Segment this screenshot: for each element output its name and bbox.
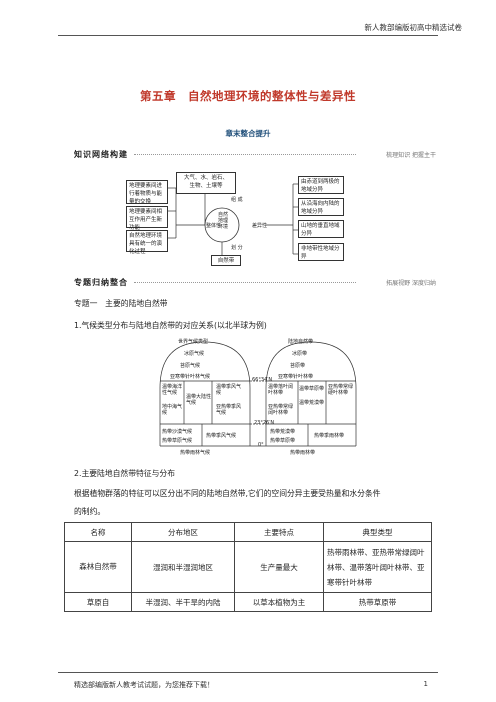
label-huafen: 划 分 [231, 245, 243, 251]
left-row-2: 苔原气候 [180, 363, 201, 369]
concept-top-line2: 生物、土壤等 [189, 183, 223, 189]
section-label: 专题归纳整合 [74, 278, 128, 287]
left-low-1: 热带沙漠气候 [162, 429, 193, 435]
table-cell: 热带雨林带、亚热带常绿阔叶林带、温带落叶阔叶林带、亚寒带针叶林带 [323, 541, 432, 593]
section-dots [134, 282, 356, 283]
center-line2: 地理 [217, 218, 228, 224]
page-header: 新人教部编版初高中精选试卷 [364, 23, 463, 32]
chapter-title: 第五章 自然地理环境的整体性与差异性 [140, 89, 356, 103]
right-low-2: 热带草原带 [270, 438, 296, 444]
table-header: 分布地区 [131, 522, 235, 542]
table-cell: 湿润和半湿润地区 [131, 541, 235, 593]
label-zucheng: 组 成 [231, 197, 243, 203]
left-mid-3: 温带季风气候 [216, 384, 242, 396]
table-row: 森林自然带 湿润和半湿润地区 生产量最大 热带雨林带、亚热带常绿阔叶林带、温带落… [64, 541, 432, 593]
left-row-1: 冰原气候 [184, 351, 205, 357]
label-zhengtixing: 整体性 [206, 223, 222, 229]
section-label: 知识网络构建 [74, 150, 128, 159]
right-low-1: 热带荒漠带 [270, 429, 296, 435]
center-line3: 环境 [217, 224, 228, 230]
section-note: 梳理知识 把握主干 [386, 152, 436, 159]
section-bar-knowledge: 知识网络构建 梳理知识 把握主干 [74, 148, 436, 162]
section-dots [134, 154, 356, 155]
paragraph-line2: 的制约。 [74, 507, 106, 516]
table-header: 典型类型 [323, 522, 432, 542]
concept-map-lines [168, 183, 298, 255]
climate-diagram-lines [159, 341, 357, 447]
concept-box-zirandai: 自然带 [211, 255, 241, 266]
lat-0: 0° [258, 442, 264, 448]
right-low-4: 热带雨林带 [290, 450, 316, 456]
item-2: 2.主要陆地自然带特征与分布 [74, 469, 176, 478]
right-mid-5: 亚热带常绿阔叶林带 [268, 404, 294, 416]
right-mid-2: 温带草原带 [299, 386, 325, 392]
table-cell: 以草本植物为主 [234, 592, 324, 612]
center-line1: 自然 [217, 212, 228, 218]
right-row-2: 苔原带 [290, 363, 306, 369]
lat-66: 66°34′N [252, 377, 273, 383]
right-low-3: 热带季雨林带 [314, 433, 345, 439]
concept-box-left-2: 地理要素间相互作用产生新功能 [126, 206, 168, 231]
item-1: 1.气候类型分布与陆地自然带的对应关系(以北半球为例) [74, 321, 267, 330]
left-mid-5: 亚热带季风气候 [216, 404, 242, 416]
zone-table: 名称 分布地区 主要特点 典型类型 森林自然带 湿润和半湿润地区 生产量最大 热… [64, 522, 432, 612]
left-low-2: 热带草原气候 [162, 438, 193, 444]
table-cell: 生产量最大 [234, 541, 324, 593]
right-row-3: 亚寒带针叶林带 [278, 374, 314, 380]
left-row-3: 亚寒带针叶林气候 [170, 374, 211, 380]
chapter-subtitle: 章末整合提升 [225, 129, 271, 138]
concept-box-right-1: 由赤道到两极的地域分异 [298, 176, 344, 194]
concept-box-right-4: 非地带性地域分异 [298, 243, 344, 261]
right-mid-3: 温带荒漠带 [299, 400, 325, 406]
topic-heading: 专题一 主要的陆地自然带 [74, 299, 168, 308]
section-bar-topics: 专题归纳整合 拓展视野 深度归纳 [74, 276, 436, 290]
table-cell: 森林自然带 [64, 541, 132, 593]
section-note: 拓展视野 深度归纳 [386, 280, 436, 287]
concept-box-top: 大气、水、岩石、 生物、土壤等 [176, 172, 236, 194]
concept-center: 自然 地理 环境 [213, 212, 233, 230]
left-mid-1: 温带海洋性气候 [162, 384, 183, 396]
left-low-3: 热带季风气候 [206, 433, 237, 439]
table-header: 主要特点 [234, 522, 324, 542]
page-number: 1 [423, 680, 428, 688]
left-title: 世界气候类型 [178, 339, 209, 345]
concept-top-line1: 大气、水、岩石、 [183, 175, 228, 181]
concept-box-right-3: 山地的垂直地域分异 [298, 220, 344, 238]
concept-box-left-1: 地理要素间进行着物质与能量的交换 [126, 180, 168, 205]
table-header: 名称 [64, 522, 132, 542]
left-mid-2: 温带大陆性气候 [186, 394, 212, 406]
right-mid-4: 亚热带常绿硬叶林带 [328, 384, 354, 396]
table-cell: 半湿润、半干旱的内陆 [131, 592, 235, 612]
lat-23: 23°26′N [254, 420, 275, 426]
footer-divider [58, 672, 438, 673]
table-row: 草原自 半湿润、半干旱的内陆 以草本植物为主 热带草原带 [64, 592, 432, 612]
right-mid-1: 温带落叶阔叶林带 [268, 384, 294, 396]
left-low-4: 热带雨林气候 [180, 450, 211, 456]
label-chayixing: 差异性 [252, 223, 268, 229]
table-header-row: 名称 分布地区 主要特点 典型类型 [64, 522, 432, 542]
table-cell: 草原自 [64, 592, 132, 612]
left-mid-4: 地中海气候 [162, 404, 183, 416]
concept-box-left-3: 自然地理环境具有统一的演化过程 [126, 230, 168, 255]
page-footer: 精选部编版新人教考试试题，为您推荐下载！ [74, 681, 214, 689]
concept-box-right-2: 从沿海向内陆的地域分异 [298, 198, 344, 216]
right-row-1: 冰原带 [292, 351, 308, 357]
right-title: 陆地自然带 [288, 339, 314, 345]
paragraph-line1: 根据植物群落的特征可以区分出不同的陆地自然带,它们的空间分异主要受热量和水分条件 [74, 489, 381, 498]
table-cell: 热带草原带 [323, 592, 432, 612]
header-divider [58, 35, 438, 36]
